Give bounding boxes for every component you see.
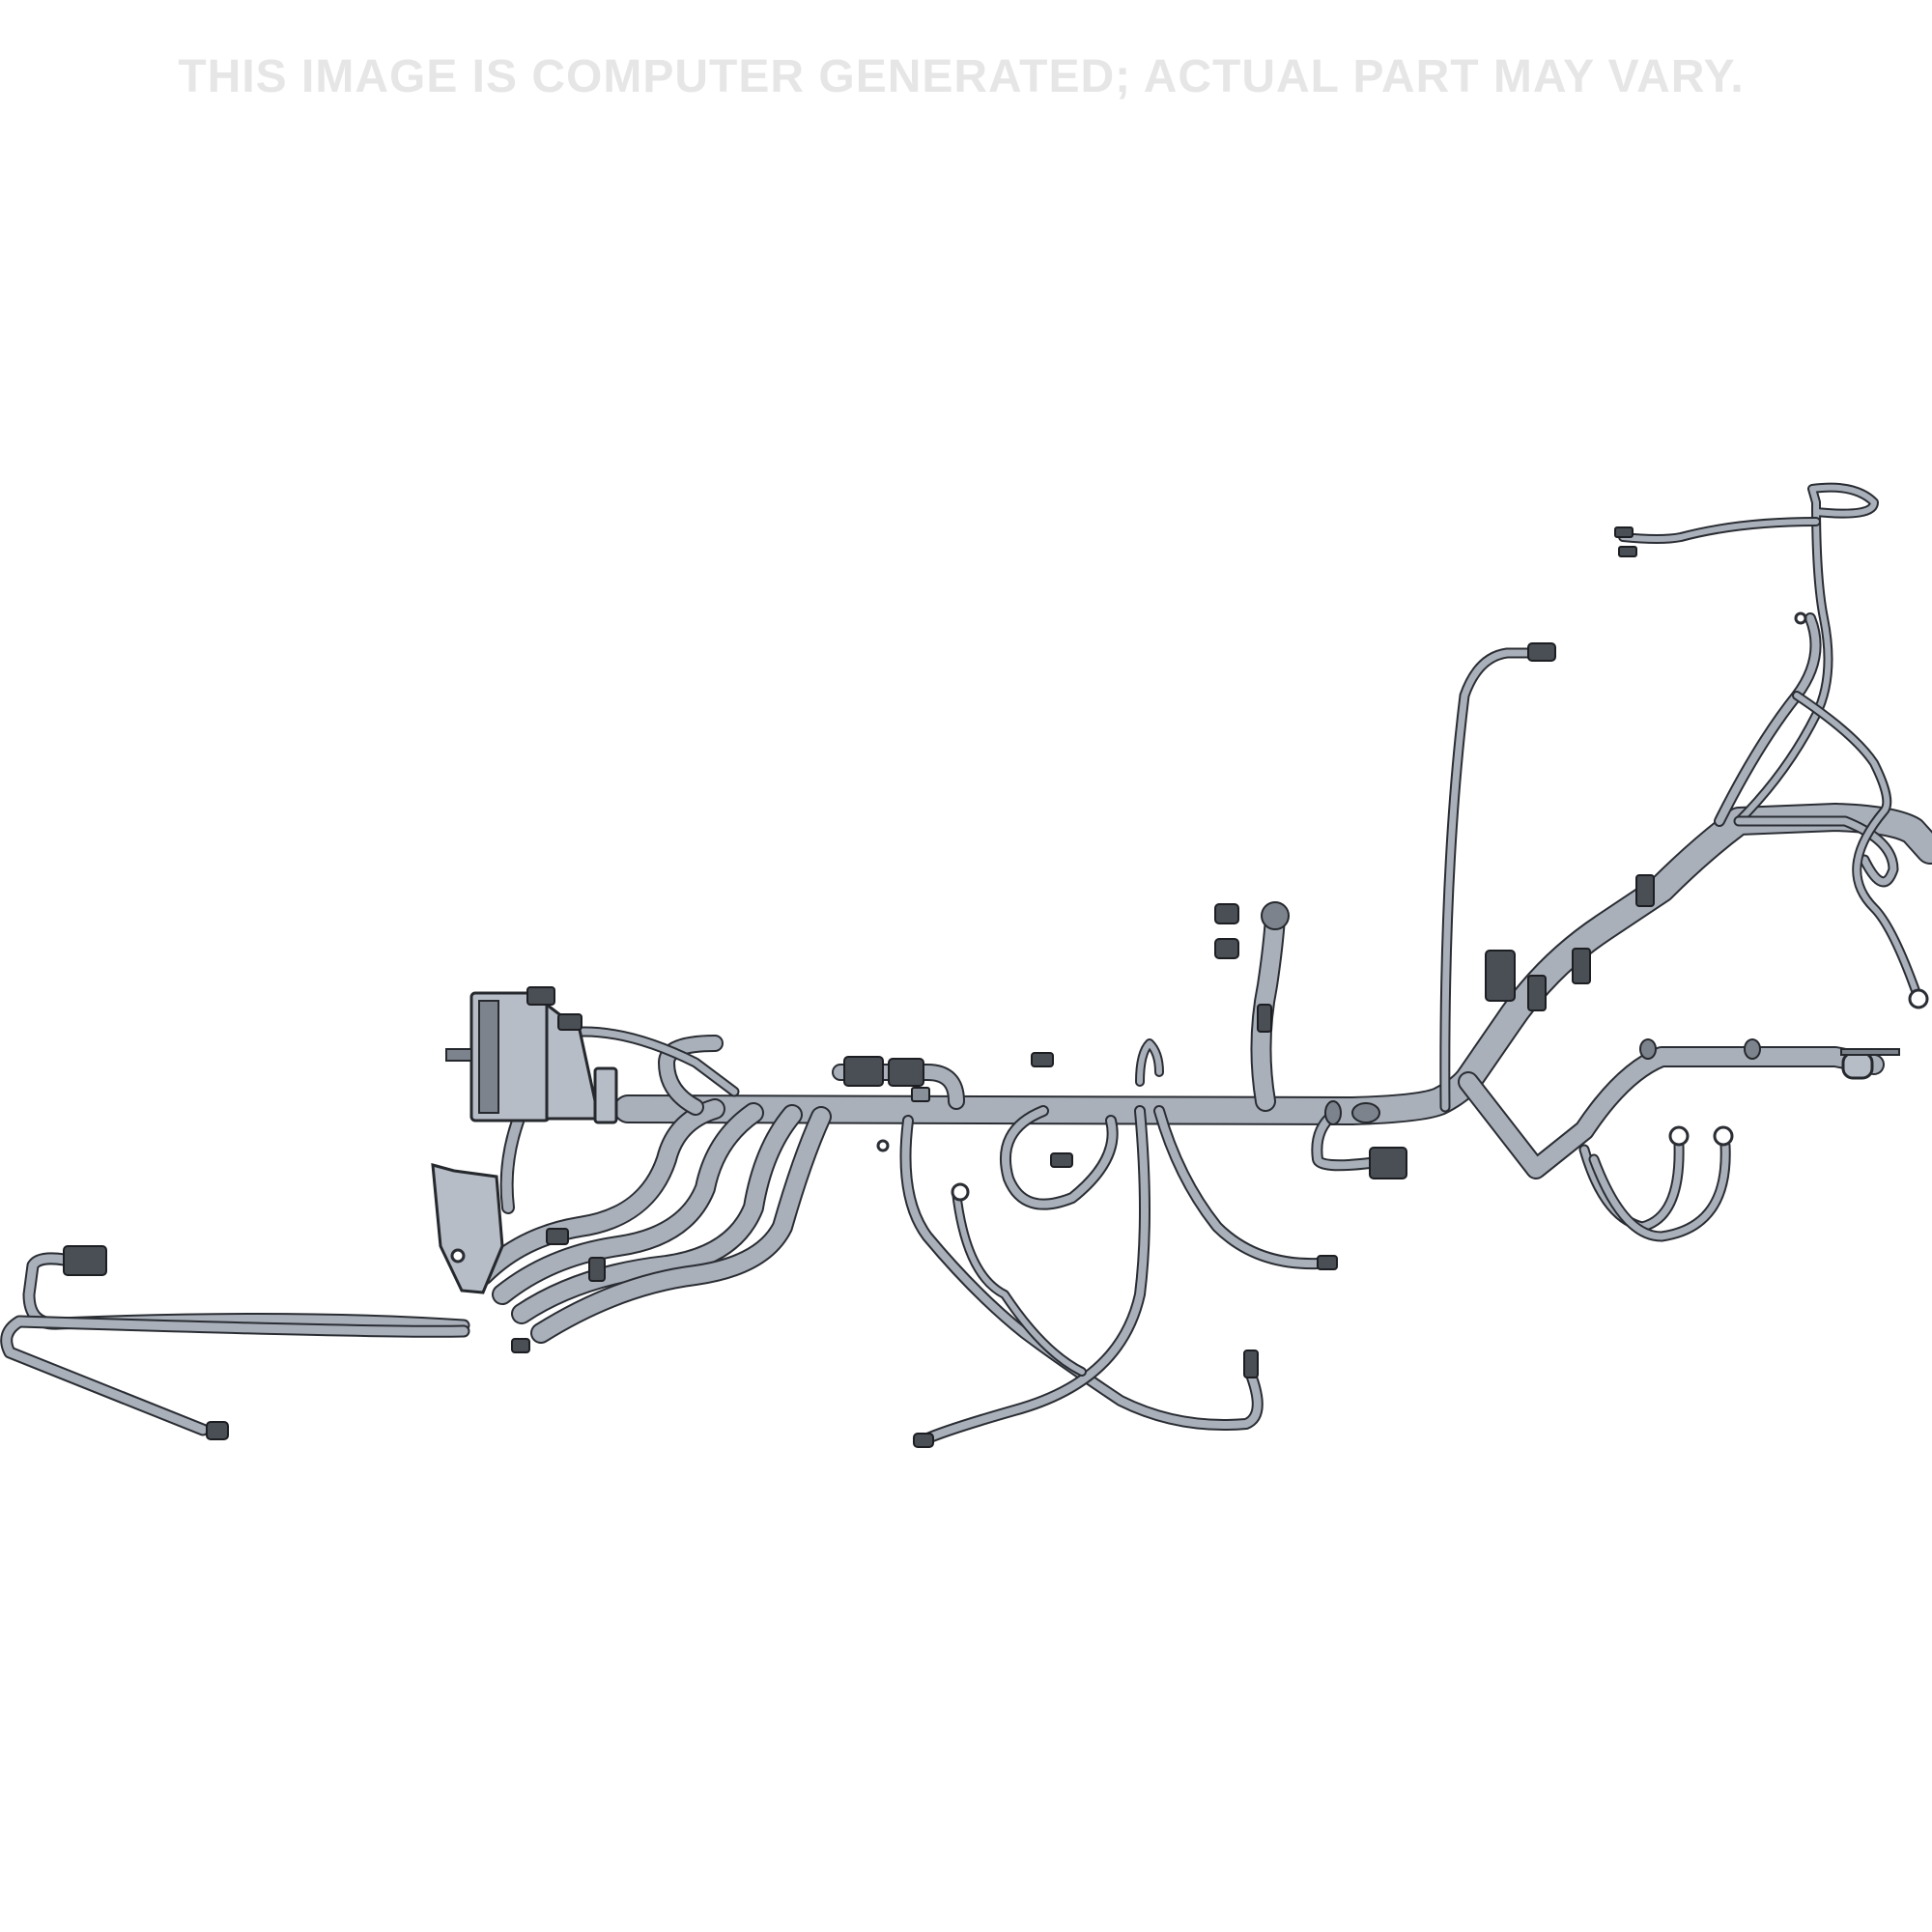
- connector: [1050, 1152, 1073, 1168]
- connector: [1485, 950, 1516, 1002]
- wire-bundle: [2, 1317, 469, 1435]
- wire-bundle: [1460, 1048, 1883, 1178]
- grommet: [1261, 901, 1290, 930]
- ring-terminal: [951, 1182, 970, 1202]
- center-connector-cluster: [843, 1056, 930, 1102]
- connector-boot: [1841, 1051, 1874, 1080]
- connector: [1635, 874, 1655, 907]
- connector: [1214, 938, 1239, 959]
- wire-bundle-outline: [1734, 482, 1879, 826]
- connector: [588, 1257, 606, 1282]
- connector: [1572, 948, 1591, 984]
- connector: [1618, 546, 1637, 557]
- wire-bundle: [494, 1104, 762, 1303]
- connector: [1527, 975, 1547, 1011]
- connector: [63, 1245, 107, 1276]
- harness-clip: [1744, 1038, 1761, 1060]
- wire-bundle: [1736, 484, 1877, 824]
- wire-bundle: [660, 1037, 722, 1114]
- connector: [206, 1421, 229, 1440]
- wire-bundle: [1716, 614, 1820, 825]
- fuse-box: [445, 986, 618, 1124]
- wire-bundle: [1137, 1040, 1162, 1085]
- wire-bundle: [513, 1106, 801, 1322]
- connector: [1614, 526, 1634, 538]
- ring-terminal: [1668, 1125, 1690, 1147]
- wire-bundle: [474, 1100, 724, 1284]
- harness-clip: [1351, 1102, 1380, 1123]
- wire-bundle: [922, 1107, 1149, 1443]
- wire-bundle: [1794, 693, 1921, 1002]
- harness-wires: [0, 482, 1932, 1445]
- connector: [511, 1338, 530, 1353]
- wire-bundle: [1590, 1142, 1729, 1240]
- connector: [1527, 642, 1556, 662]
- wire-bundle: [834, 1065, 963, 1108]
- wire-bundle: [532, 1108, 830, 1342]
- mounting-tab: [1840, 1048, 1900, 1056]
- wire-bundle: [1155, 1107, 1321, 1268]
- harness-clip: [1639, 1038, 1657, 1060]
- connector: [1031, 1052, 1054, 1067]
- wire-bundle: [1252, 909, 1284, 1110]
- disclaimer-watermark: THIS IMAGE IS COMPUTER GENERATED; ACTUAL…: [178, 51, 1745, 102]
- connector: [1214, 903, 1239, 924]
- wire-bundle: [1313, 1111, 1374, 1170]
- connector: [546, 1228, 569, 1245]
- ring-terminal: [1794, 611, 1807, 625]
- connector: [1369, 1147, 1407, 1179]
- ring-terminal: [1908, 988, 1929, 1009]
- wire-bundle: [1001, 1107, 1117, 1208]
- wire-bundle: [1620, 519, 1819, 542]
- wire-bundle: [1441, 649, 1534, 1111]
- harness-clip: [1324, 1100, 1342, 1125]
- wire-bundle: [953, 1189, 1085, 1375]
- connector: [1317, 1255, 1338, 1270]
- ring-terminal: [876, 1139, 890, 1152]
- wire-bundle: [1735, 817, 1897, 886]
- connector: [1257, 1004, 1272, 1033]
- harness-components: [63, 526, 1929, 1448]
- connector: [1243, 1350, 1259, 1378]
- ring-terminal: [1713, 1125, 1734, 1147]
- mounting-bracket: [431, 1162, 504, 1294]
- connector: [913, 1433, 934, 1448]
